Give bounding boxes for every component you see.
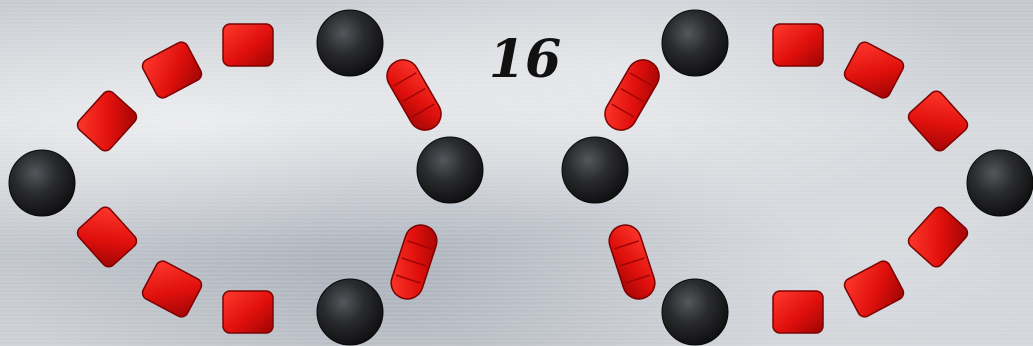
left-red-cube-bead (223, 291, 273, 333)
left-end-black-bead (9, 150, 75, 216)
right-top-black-bead (662, 10, 728, 76)
right-red-bugle-bead (605, 221, 659, 303)
left-red-cube-bead (223, 24, 273, 66)
right-red-cube-bead (906, 204, 971, 269)
right-red-cube-bead (773, 24, 823, 66)
right-end-black-bead (967, 150, 1033, 216)
step-number: 16 (480, 30, 570, 90)
left-center-black-bead (417, 137, 483, 203)
left-red-cube-bead (140, 40, 204, 101)
left-red-cube-bead (75, 204, 140, 269)
right-center-black-bead (562, 137, 628, 203)
right-bottom-black-bead (662, 279, 728, 345)
right-red-bugle-bead (599, 54, 665, 136)
left-red-cube-bead (75, 88, 140, 153)
left-red-bugle-bead (381, 54, 447, 136)
left-bottom-black-bead (317, 279, 383, 345)
right-red-cube-bead (842, 259, 906, 320)
right-red-cube-bead (773, 291, 823, 333)
right-red-cube-bead (906, 88, 971, 153)
left-red-cube-bead (140, 259, 204, 320)
right-red-cube-bead (842, 40, 906, 101)
left-red-bugle-bead (387, 221, 441, 303)
left-top-black-bead (317, 10, 383, 76)
